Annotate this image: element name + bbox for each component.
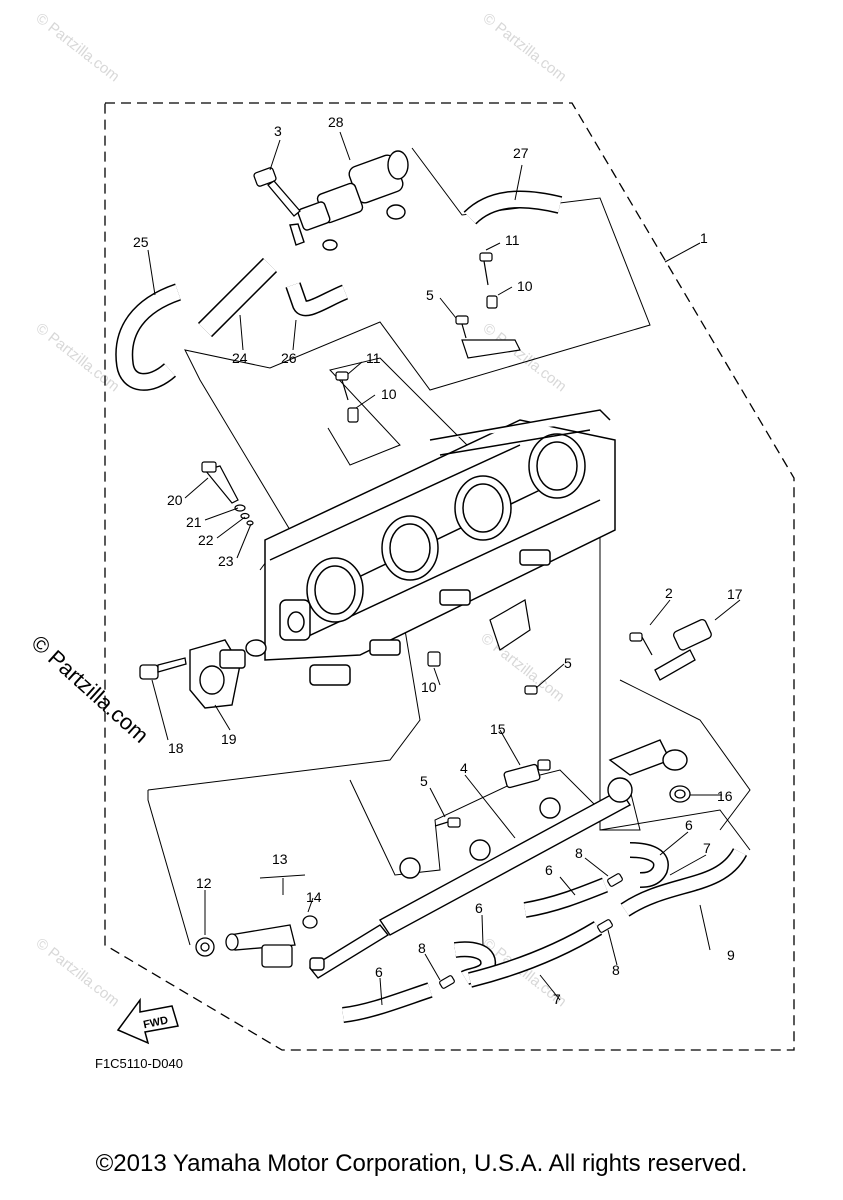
part-13-injector xyxy=(225,924,296,968)
leader-lines xyxy=(147,131,741,1006)
callout-9[interactable]: 9 xyxy=(727,947,735,963)
throttle-body xyxy=(264,409,616,686)
callout-12[interactable]: 12 xyxy=(196,875,212,891)
copyright-notice: ©2013 Yamaha Motor Corporation, U.S.A. A… xyxy=(95,1150,748,1177)
part-12-seal xyxy=(195,937,215,957)
callout-24[interactable]: 24 xyxy=(232,350,248,366)
callout-8[interactable]: 8 xyxy=(418,940,426,956)
callout-27[interactable]: 27 xyxy=(513,145,529,161)
callout-28[interactable]: 28 xyxy=(328,114,344,130)
watermark: © Partzilla.com xyxy=(478,630,568,706)
callout-14[interactable]: 14 xyxy=(306,889,322,905)
side-watermark: © Partzilla.com xyxy=(27,630,154,748)
callout-5[interactable]: 5 xyxy=(420,773,428,789)
callout-5[interactable]: 5 xyxy=(564,655,572,671)
part-18-bolt xyxy=(139,657,187,680)
callout-22[interactable]: 22 xyxy=(198,532,214,548)
callout-5[interactable]: 5 xyxy=(426,287,434,303)
watermark: © Partzilla.com xyxy=(480,320,570,396)
part-3-bolt xyxy=(253,167,301,217)
assembly-boundary xyxy=(104,102,795,1051)
callout-6[interactable]: 6 xyxy=(475,900,483,916)
callout-25[interactable]: 25 xyxy=(133,234,149,250)
part-17-sensor xyxy=(654,618,712,681)
diagram-code: F1C5110-D040 xyxy=(95,1056,183,1071)
callouts: 1 2 3 4 5 5 5 6 6 6 6 7 7 8 8 8 9 10 10 … xyxy=(133,114,743,1007)
fwd-arrow: FWD xyxy=(116,997,179,1045)
part-14-oring xyxy=(302,915,318,929)
callout-26[interactable]: 26 xyxy=(281,350,297,366)
part-2-bolt xyxy=(629,632,653,656)
part-20-23-screw xyxy=(201,461,254,526)
fwd-label: FWD xyxy=(142,1014,169,1031)
callout-2[interactable]: 2 xyxy=(665,585,673,601)
watermark: © Partzilla.com xyxy=(33,935,123,1011)
callout-6[interactable]: 6 xyxy=(545,862,553,878)
callout-8[interactable]: 8 xyxy=(575,845,583,861)
callout-6[interactable]: 6 xyxy=(685,817,693,833)
part-28-valve xyxy=(289,150,409,251)
part-15-sensor xyxy=(503,759,551,789)
part-19-sensor xyxy=(189,639,267,709)
callout-21[interactable]: 21 xyxy=(186,514,202,530)
callout-1[interactable]: 1 xyxy=(700,230,708,246)
hoses-lower xyxy=(341,842,748,1023)
watermark: © Partzilla.com xyxy=(33,320,123,396)
part-5-11-screws xyxy=(335,252,538,828)
callout-20[interactable]: 20 xyxy=(167,492,183,508)
part-16-seal xyxy=(669,785,691,803)
callout-7[interactable]: 7 xyxy=(703,840,711,856)
callout-10[interactable]: 10 xyxy=(381,386,397,402)
callout-6[interactable]: 6 xyxy=(375,964,383,980)
callout-4[interactable]: 4 xyxy=(460,760,468,776)
callout-13[interactable]: 13 xyxy=(272,851,288,867)
callout-3[interactable]: 3 xyxy=(274,123,282,139)
callout-11[interactable]: 11 xyxy=(366,350,381,366)
callout-17[interactable]: 17 xyxy=(727,586,743,602)
callout-19[interactable]: 19 xyxy=(221,731,237,747)
watermark: © Partzilla.com xyxy=(480,10,570,86)
hoses-upper xyxy=(115,190,563,391)
callout-18[interactable]: 18 xyxy=(168,740,184,756)
callout-15[interactable]: 15 xyxy=(490,721,506,737)
callout-11[interactable]: 11 xyxy=(505,232,520,248)
callout-10[interactable]: 10 xyxy=(421,679,437,695)
callout-7[interactable]: 7 xyxy=(553,991,561,1007)
part-4-fuel-rail xyxy=(308,739,688,979)
part-8-clamps xyxy=(439,873,623,989)
callout-23[interactable]: 23 xyxy=(218,553,234,569)
watermark: © Partzilla.com xyxy=(33,10,123,86)
callout-8[interactable]: 8 xyxy=(612,962,620,978)
callout-16[interactable]: 16 xyxy=(717,788,733,804)
callout-10[interactable]: 10 xyxy=(517,278,533,294)
